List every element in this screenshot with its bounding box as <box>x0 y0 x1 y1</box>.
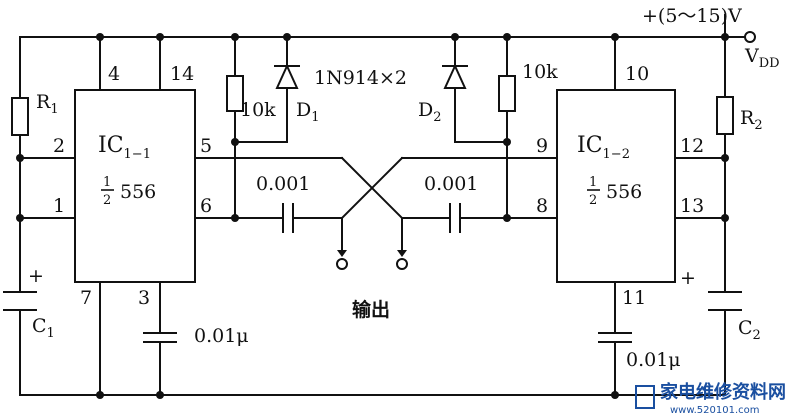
junction-dots <box>16 33 729 399</box>
ic2-bottom-cap-label: 0.01μ <box>626 349 681 371</box>
c2-capacitor <box>708 291 742 311</box>
ic1-bottom-cap-label: 0.01μ <box>194 325 249 347</box>
svg-text:1: 1 <box>103 175 111 190</box>
ic1-pin-6: 6 <box>200 195 212 217</box>
left-cap-label: 0.001 <box>256 173 310 195</box>
right-10k-resistor <box>498 75 516 112</box>
d2-diode <box>442 63 468 89</box>
watermark-text: 家电维修资料网 <box>660 381 786 403</box>
c2-polarity: + <box>680 267 696 289</box>
c1-label: C1 <box>32 315 55 341</box>
svg-text:556: 556 <box>120 181 156 203</box>
ic1-part-label: 1 2 556 <box>101 175 156 208</box>
ic1-pin-7: 7 <box>80 287 92 309</box>
c1-polarity: + <box>28 265 44 287</box>
ic2-pin-12: 12 <box>680 135 704 157</box>
right-cap-label: 0.001 <box>424 173 478 195</box>
left-10k-resistor <box>226 75 244 112</box>
supply-voltage-label: +(5～15)V <box>642 5 742 27</box>
ic1-pin-3: 3 <box>138 287 150 309</box>
ic2-pin-10: 10 <box>625 63 649 85</box>
svg-text:2: 2 <box>103 193 111 208</box>
right-coupling-capacitor <box>449 203 461 233</box>
diode-part-label: 1N914×2 <box>314 67 407 89</box>
left-10k-label: 10k <box>240 99 276 121</box>
ic1-pin-14: 14 <box>170 63 194 85</box>
ic1-pin-5: 5 <box>200 135 212 157</box>
svg-text:2: 2 <box>589 193 597 208</box>
watermark: 家电维修资料网 www.520101.com <box>635 381 786 416</box>
output-label: 输出 <box>352 298 390 321</box>
watermark-url: www.520101.com <box>670 405 760 416</box>
output-terminal-right <box>396 250 408 270</box>
c1-capacitor <box>3 291 37 311</box>
vdd-label: VDD <box>744 45 780 71</box>
r1-label: R1 <box>36 91 59 117</box>
r2-label: R2 <box>740 107 763 133</box>
vdd-terminal <box>724 31 756 43</box>
svg-text:1: 1 <box>589 175 597 190</box>
ic2-name: IC1−2 <box>577 133 630 162</box>
ic1-name: IC1−1 <box>98 133 151 162</box>
ic1-block <box>74 89 196 283</box>
ic2-pin-9: 9 <box>536 135 548 157</box>
r1-resistor <box>11 97 29 136</box>
ic1-pin-1: 1 <box>53 195 65 217</box>
ic2-block <box>556 89 676 283</box>
wiring <box>19 14 726 396</box>
d2-label: D2 <box>418 99 442 125</box>
ic1-bottom-capacitor <box>143 332 177 343</box>
ic2-pin-13: 13 <box>680 195 704 217</box>
ic2-pin-8: 8 <box>536 195 548 217</box>
right-10k-label: 10k <box>522 61 558 83</box>
d1-label: D1 <box>296 99 320 125</box>
c2-label: C2 <box>738 317 761 343</box>
output-terminal-left <box>336 250 348 270</box>
ic2-pin-11: 11 <box>622 287 646 309</box>
r2-resistor <box>716 96 734 135</box>
ic1-pin-4: 4 <box>108 63 120 85</box>
left-coupling-capacitor <box>282 203 294 233</box>
ic2-bottom-capacitor <box>598 332 632 343</box>
d1-diode <box>274 63 300 89</box>
ic1-pin-2: 2 <box>53 135 65 157</box>
ic2-part-label: 1 2 556 <box>587 175 642 208</box>
svg-text:556: 556 <box>606 181 642 203</box>
